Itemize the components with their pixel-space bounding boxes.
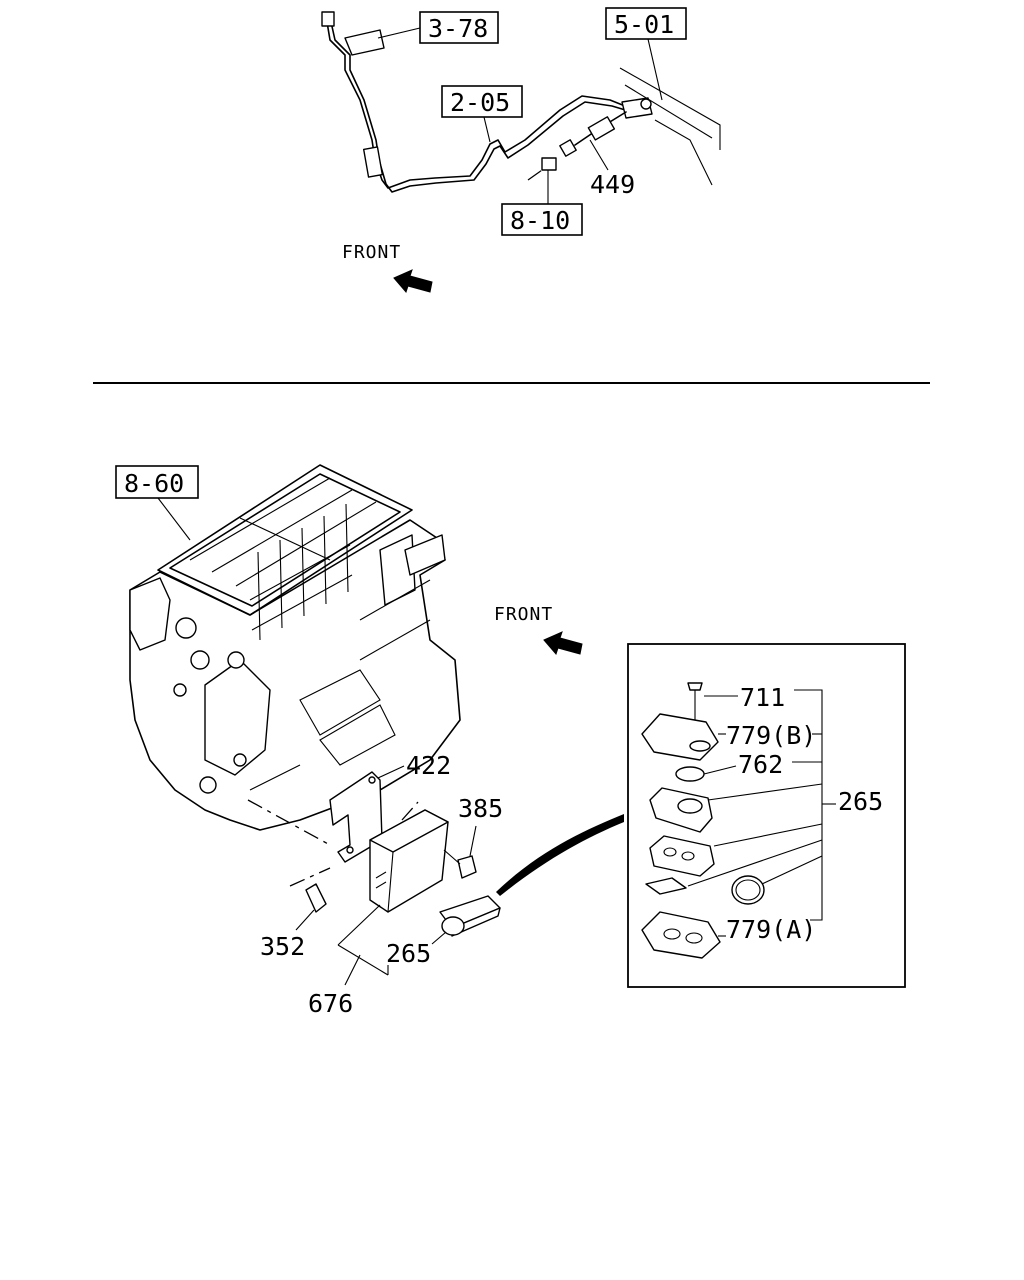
callout-711: 711 [740, 683, 785, 712]
hvac-unit [129, 464, 461, 831]
zoom-leader [496, 814, 624, 896]
svg-text:385: 385 [458, 794, 503, 823]
remote-fob [439, 895, 501, 937]
callout-265-group: 265 [838, 787, 883, 816]
callout-676: 676 [308, 954, 361, 1018]
svg-text:449: 449 [590, 170, 635, 199]
svg-text:676: 676 [308, 989, 353, 1018]
svg-text:2-05: 2-05 [450, 88, 510, 117]
svg-text:8-60: 8-60 [124, 469, 184, 498]
svg-text:8-10: 8-10 [510, 206, 570, 235]
ref-box-3-78: 3-78 [419, 11, 499, 44]
bracket-422 [329, 771, 383, 863]
detail-inset: 711 779(B) 762 265 779(A) [627, 643, 906, 988]
ref-box-5-01: 5-01 [605, 7, 687, 40]
front-indicator-middle: FRONT [494, 604, 583, 655]
callout-779b: 779(B) [726, 721, 816, 750]
screw-352 [289, 867, 331, 913]
screw-385 [443, 849, 477, 879]
svg-text:FRONT: FRONT [494, 604, 553, 625]
callout-385: 385 [458, 794, 503, 857]
svg-text:352: 352 [260, 932, 305, 961]
antenna-cable-assembly [321, 11, 721, 193]
callout-779a: 779(A) [726, 915, 816, 944]
ref-box-8-60: 8-60 [115, 465, 199, 499]
svg-text:3-78: 3-78 [428, 14, 488, 43]
ref-box-8-10: 8-10 [501, 203, 583, 236]
ref-box-2-05: 2-05 [441, 85, 523, 118]
callout-449: 449 [589, 139, 635, 199]
svg-text:5-01: 5-01 [614, 10, 674, 39]
callout-422: 422 [377, 751, 451, 780]
control-module [369, 809, 449, 913]
svg-text:FRONT: FRONT [342, 242, 401, 263]
front-arrow-icon [543, 631, 583, 655]
front-indicator-top: FRONT [342, 242, 433, 293]
front-arrow-icon [393, 269, 433, 293]
svg-text:265: 265 [386, 939, 431, 968]
callout-762: 762 [738, 750, 783, 779]
svg-text:422: 422 [406, 751, 451, 780]
callout-265-lower: 265 [386, 931, 447, 968]
callout-352: 352 [260, 909, 315, 961]
